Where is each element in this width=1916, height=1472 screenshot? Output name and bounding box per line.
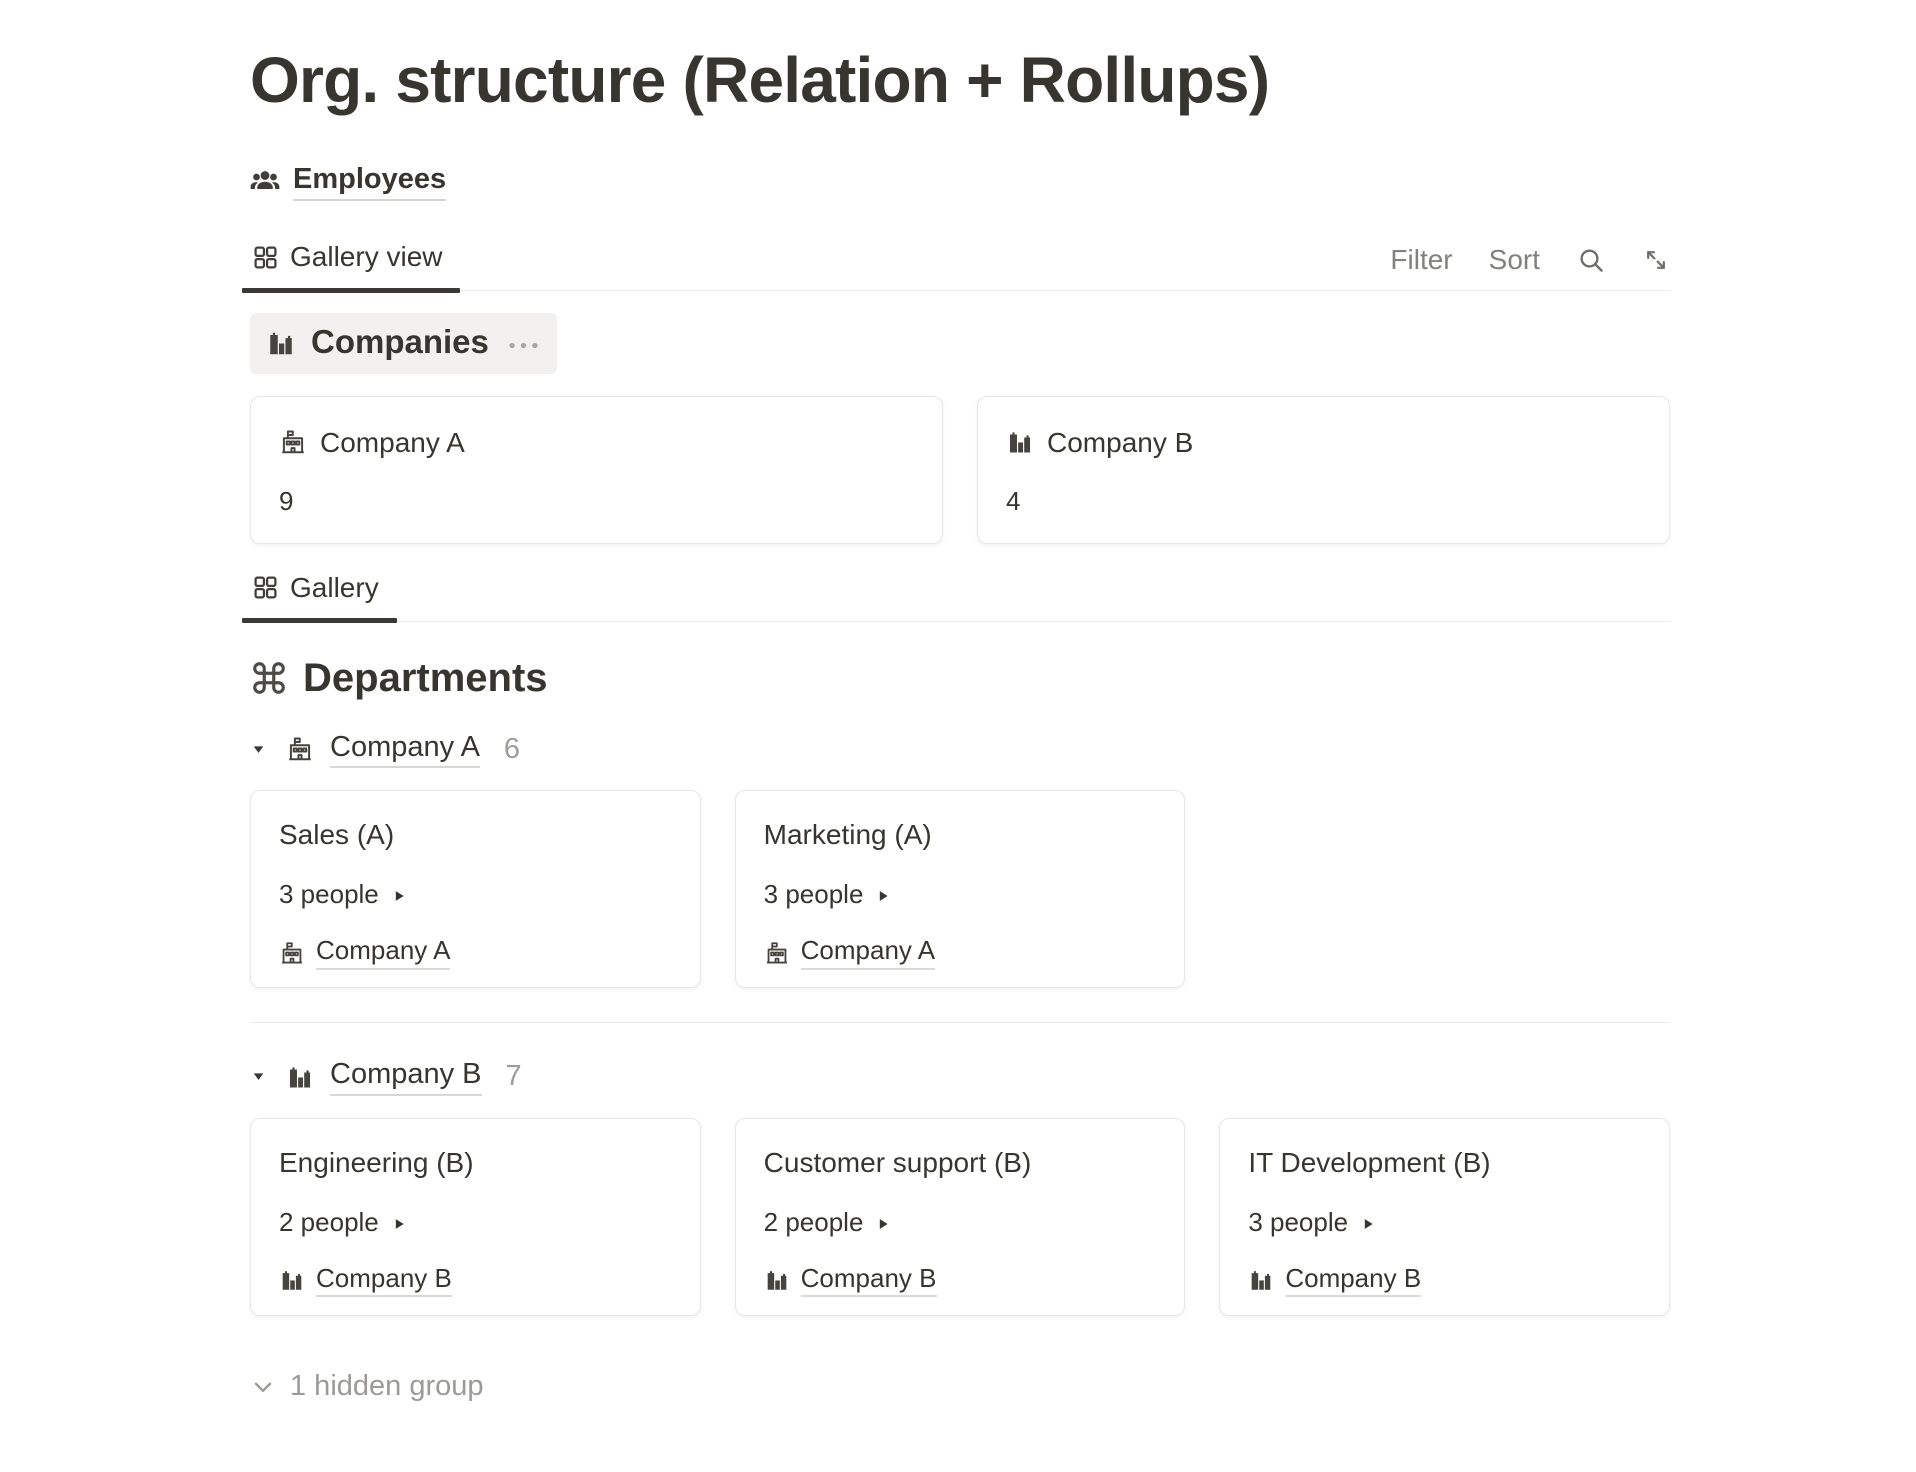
- group-count: 7: [505, 1060, 522, 1093]
- departments-gallery-company-b: Engineering (B) 2 people Company B: [250, 1118, 1670, 1317]
- card-title: Sales (A): [279, 819, 395, 851]
- company-link[interactable]: Company B: [1285, 1263, 1422, 1298]
- more-options-icon[interactable]: [508, 335, 539, 350]
- school-building-icon: [279, 428, 307, 456]
- card-company-a[interactable]: Company A 9: [250, 395, 943, 544]
- people-count: 3 people: [1248, 1207, 1349, 1238]
- school-building-icon: [279, 940, 305, 966]
- companies-section-header[interactable]: Companies: [250, 313, 557, 374]
- group-divider: [250, 1022, 1670, 1024]
- rollup-value: 4: [1006, 486, 1021, 517]
- companies-view-bar: Gallery view Filter Sort: [241, 241, 1670, 293]
- company-link[interactable]: Company B: [800, 1263, 937, 1298]
- departments-section-header: Departments: [250, 654, 1670, 702]
- people-icon: [250, 166, 280, 196]
- companies-section-title: Companies: [311, 323, 489, 361]
- hidden-group-label: 1 hidden group: [290, 1370, 484, 1403]
- people-count: 2 people: [763, 1207, 864, 1238]
- company-link[interactable]: Company A: [316, 935, 451, 970]
- departments-view-bar: Gallery: [242, 571, 1670, 624]
- city-buildings-icon: [279, 1267, 305, 1293]
- play-icon[interactable]: [875, 1214, 891, 1232]
- departments-section-title: Departments: [303, 655, 548, 700]
- group-header-company-a: Company A 6: [250, 730, 1670, 769]
- expand-icon[interactable]: [1642, 246, 1670, 274]
- companies-gallery: Company A 9 Company B 4: [250, 395, 1670, 544]
- search-icon[interactable]: [1576, 245, 1606, 275]
- collapse-triangle-icon[interactable]: [250, 741, 267, 758]
- card-title: Company A: [320, 426, 465, 458]
- page-title: Org. structure (Relation + Rollups): [250, 44, 1270, 116]
- card-engineering-b[interactable]: Engineering (B) 2 people Company B: [250, 1118, 701, 1317]
- people-count: 2 people: [279, 1207, 379, 1238]
- city-buildings-icon: [286, 1063, 314, 1091]
- card-title: Company B: [1047, 426, 1194, 458]
- card-title: Customer support (B): [763, 1147, 1032, 1179]
- gallery-icon: [252, 574, 279, 601]
- card-sales-a[interactable]: Sales (A) 3 people Company A: [250, 790, 701, 989]
- tab-gallery-view[interactable]: Gallery view: [241, 241, 462, 293]
- city-buildings-icon: [266, 328, 296, 358]
- employees-link[interactable]: Employees: [250, 162, 1670, 202]
- school-building-icon: [286, 735, 314, 763]
- city-buildings-icon: [764, 1267, 790, 1293]
- command-icon: [250, 659, 288, 697]
- group-link-company-a[interactable]: Company A: [330, 730, 480, 769]
- card-title: Marketing (A): [763, 819, 932, 851]
- card-company-b[interactable]: Company B 4: [977, 395, 1670, 544]
- people-count: 3 people: [763, 879, 864, 910]
- play-icon[interactable]: [1360, 1214, 1376, 1232]
- city-buildings-icon: [1248, 1267, 1274, 1293]
- play-icon[interactable]: [875, 886, 891, 904]
- company-link[interactable]: Company B: [316, 1263, 452, 1298]
- city-buildings-icon: [1006, 428, 1034, 456]
- page-content: Org. structure (Relation + Rollups) Empl…: [241, 0, 1670, 1403]
- card-marketing-a[interactable]: Marketing (A) 3 people Company A: [734, 790, 1186, 989]
- hidden-group-toggle[interactable]: 1 hidden group: [250, 1370, 1670, 1403]
- rollup-value: 9: [279, 486, 294, 517]
- group-header-company-b: Company B 7: [250, 1057, 1670, 1097]
- collapse-triangle-icon[interactable]: [250, 1068, 267, 1085]
- company-link[interactable]: Company A: [800, 935, 936, 970]
- card-it-development-b[interactable]: IT Development (B) 3 people Company B: [1219, 1118, 1670, 1317]
- group-count: 6: [503, 732, 521, 765]
- filter-button[interactable]: Filter: [1390, 244, 1453, 276]
- card-customer-support-b[interactable]: Customer support (B) 2 people Company B: [734, 1118, 1186, 1317]
- play-icon[interactable]: [391, 886, 407, 904]
- play-icon[interactable]: [391, 1214, 407, 1232]
- tab-gallery[interactable]: Gallery: [242, 571, 397, 624]
- group-link-company-b[interactable]: Company B: [330, 1057, 482, 1097]
- tab-gallery-view-label: Gallery view: [290, 241, 443, 273]
- tab-gallery-label: Gallery: [290, 571, 379, 603]
- gallery-icon: [252, 244, 279, 271]
- people-count: 3 people: [279, 879, 379, 910]
- chevron-down-icon: [250, 1374, 276, 1400]
- card-title: Engineering (B): [279, 1147, 474, 1179]
- sort-button[interactable]: Sort: [1488, 244, 1540, 276]
- employees-link-label: Employees: [293, 162, 447, 202]
- view-toolbar: Filter Sort: [1390, 241, 1670, 276]
- card-title: IT Development (B): [1248, 1147, 1491, 1179]
- departments-gallery-company-a: Sales (A) 3 people Company A Ma: [250, 790, 1670, 989]
- school-building-icon: [764, 940, 790, 966]
